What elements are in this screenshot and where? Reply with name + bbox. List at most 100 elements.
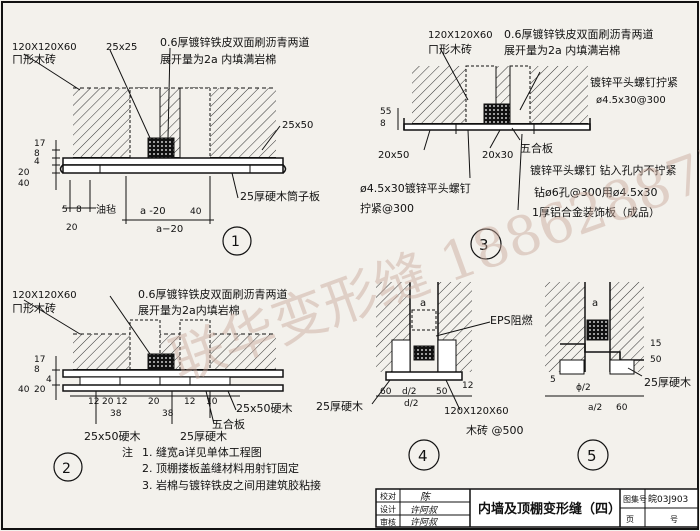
d2-b12c: 12 — [184, 397, 195, 407]
tb-atlas-label: 图集号 — [623, 494, 647, 504]
d1-sheet-note-1: 0.6厚镀锌铁皮双面刷沥青两道 — [160, 35, 310, 49]
d3-dim-20x50: 20x50 — [378, 150, 409, 161]
d3-screw-left: ø4.5x30镀锌平头螺钉 — [360, 181, 471, 195]
d4-dim-50: 50 — [436, 387, 448, 397]
d5-number: 5 — [587, 447, 597, 465]
d1-number: 1 — [231, 234, 240, 250]
tb-title: 内墙及顶棚变形缝（四） — [478, 501, 621, 517]
d1-board-lower: 25厚硬木筒子板 — [240, 189, 320, 203]
d3-dim-55: 55 — [380, 107, 391, 117]
d4-eps: EPS阻燃 — [490, 313, 533, 327]
d1-dim-40-b: 40 — [190, 207, 202, 217]
d4-hardwood: 25厚硬木 — [316, 400, 363, 413]
d2-dim-17: 17 — [34, 355, 45, 365]
tb-atlas: 皖03J903 — [648, 493, 688, 505]
d2-b10: 10 — [206, 397, 218, 407]
d3-sheet-note-2: 展开量为2a 内填满岩棉 — [504, 43, 620, 57]
d1-dim-5: 5 — [62, 205, 68, 215]
d2-hardwood-c: 25厚硬木 — [180, 430, 227, 443]
tb-page-label: 页 — [626, 515, 634, 524]
d1-sheet-note-2: 展开量为2a 内填满岩棉 — [160, 52, 276, 66]
d1-dim-8b: 8 — [76, 205, 82, 215]
d4-brick-name: 木砖 @500 — [466, 423, 524, 437]
d3-screw-1: 镀锌平头螺钉 钻入孔内不拧紧 — [530, 163, 677, 177]
d2-b20b: 20 — [148, 397, 160, 407]
d4-dim-d2b: d/2 — [404, 399, 418, 409]
d5-dim-a2: a/2 — [588, 403, 602, 413]
d5-dim-50: 50 — [650, 355, 662, 365]
d1-dim-20-v: 20 — [18, 168, 30, 178]
d2-b12a: 12 — [88, 397, 99, 407]
d1-dim-17: 17 — [34, 139, 45, 149]
d2-b38a: 38 — [110, 409, 122, 419]
detail-4 — [371, 282, 491, 471]
d5-dim-15: 15 — [650, 339, 661, 349]
d2-brick: 120X120X60 — [12, 290, 77, 301]
d5-dim-phi2: ϕ/2 — [576, 383, 591, 393]
notes-label: 注 — [122, 445, 133, 459]
d1-felt: 油毡 — [96, 203, 116, 216]
tb-r1: 校对 — [380, 491, 396, 501]
d3-nail-1-spec: ø4.5x30@300 — [596, 95, 666, 106]
tb-r2: 设计 — [380, 504, 396, 514]
d1-brick: 120X120X60 — [12, 42, 77, 53]
d1-dim-a20: a -20 — [140, 206, 166, 217]
d1-dim-20-b: 20 — [66, 223, 78, 233]
d3-plywood: 五合板 — [520, 141, 553, 155]
tb-page-no: 号 — [670, 515, 678, 524]
tb-sig-2: 许阿叔 — [410, 505, 439, 516]
d3-brick-name: ㄇ形木砖 — [428, 42, 472, 56]
d3-alu: 1厚铝合金装饰板（成品） — [532, 205, 660, 219]
d3-nail-1: 镀锌平头螺钉拧紧 — [590, 75, 678, 89]
note-1: 1. 缝宽a详见单体工程图 — [142, 445, 262, 459]
d2-number: 2 — [62, 461, 71, 477]
tb-sig-1: 陈 — [420, 491, 432, 503]
d3-screw-2: 钻ø6孔@300用ø4.5x30 — [534, 185, 657, 199]
d2-plywood: 五合板 — [212, 417, 245, 431]
d3-screw-left-2: 拧紧@300 — [360, 201, 414, 215]
d2-dim-20: 20 — [34, 385, 46, 395]
d5-dim-a: a — [592, 298, 598, 309]
d1-dim-8: 8 — [34, 149, 40, 159]
detail-3 — [397, 47, 591, 260]
d1-brick-name: ㄇ形木砖 — [12, 52, 56, 66]
detail-5 — [545, 282, 644, 471]
d3-brick: 120X120X60 — [428, 30, 493, 41]
d5-dim-5: 5 — [550, 375, 556, 385]
d2-b38b: 38 — [162, 409, 174, 419]
title-block — [375, 488, 699, 528]
d2-hardwood-a: 25x50硬木 — [84, 430, 141, 443]
detail-1 — [23, 47, 287, 256]
d4-dim-60: 60 — [380, 387, 392, 397]
d5-hardwood: 25厚硬木 — [644, 376, 691, 389]
d2-b20a: 20 — [102, 397, 114, 407]
d4-dim-d2a: d/2 — [402, 387, 416, 397]
d2-dim-40: 40 — [18, 385, 30, 395]
tb-r3: 审核 — [380, 517, 396, 527]
d4-brick: 120X120X60 — [444, 406, 509, 417]
d2-sheet-note-2: 展开量为2a内填岩棉 — [138, 303, 240, 317]
note-2: 2. 顶棚搂板盖缝材料用射钉固定 — [142, 461, 299, 475]
d4-number: 4 — [418, 447, 428, 465]
d3-sheet-note-1: 0.6厚镀锌铁皮双面刷沥青两道 — [504, 27, 654, 41]
d2-dim-8: 8 — [34, 365, 40, 375]
d5-dim-60: 60 — [616, 403, 628, 413]
d3-number: 3 — [479, 236, 489, 254]
d1-dim-4: 4 — [34, 157, 40, 167]
d2-sheet-note-1: 0.6厚镀锌铁皮双面刷沥青两道 — [138, 287, 288, 301]
detail-2 — [23, 295, 284, 482]
d2-b12b: 12 — [116, 397, 127, 407]
d2-hardwood-b: 25x50硬木 — [236, 402, 293, 415]
d1-dim-a20-bottom: a−20 — [156, 224, 183, 235]
d1-dim-40-v: 40 — [18, 179, 30, 189]
d2-dim-4: 4 — [46, 375, 52, 385]
d2-brick-name: ㄇ形木砖 — [12, 301, 56, 315]
d1-strip: 25x25 — [106, 42, 137, 53]
d4-dim-a: a — [420, 298, 426, 309]
d3-dim-20x30: 20x30 — [482, 150, 513, 161]
d1-board: 25x50 — [282, 120, 313, 131]
d4-dim-12: 12 — [462, 381, 473, 391]
tb-sig-3: 许阿叔 — [410, 517, 439, 528]
